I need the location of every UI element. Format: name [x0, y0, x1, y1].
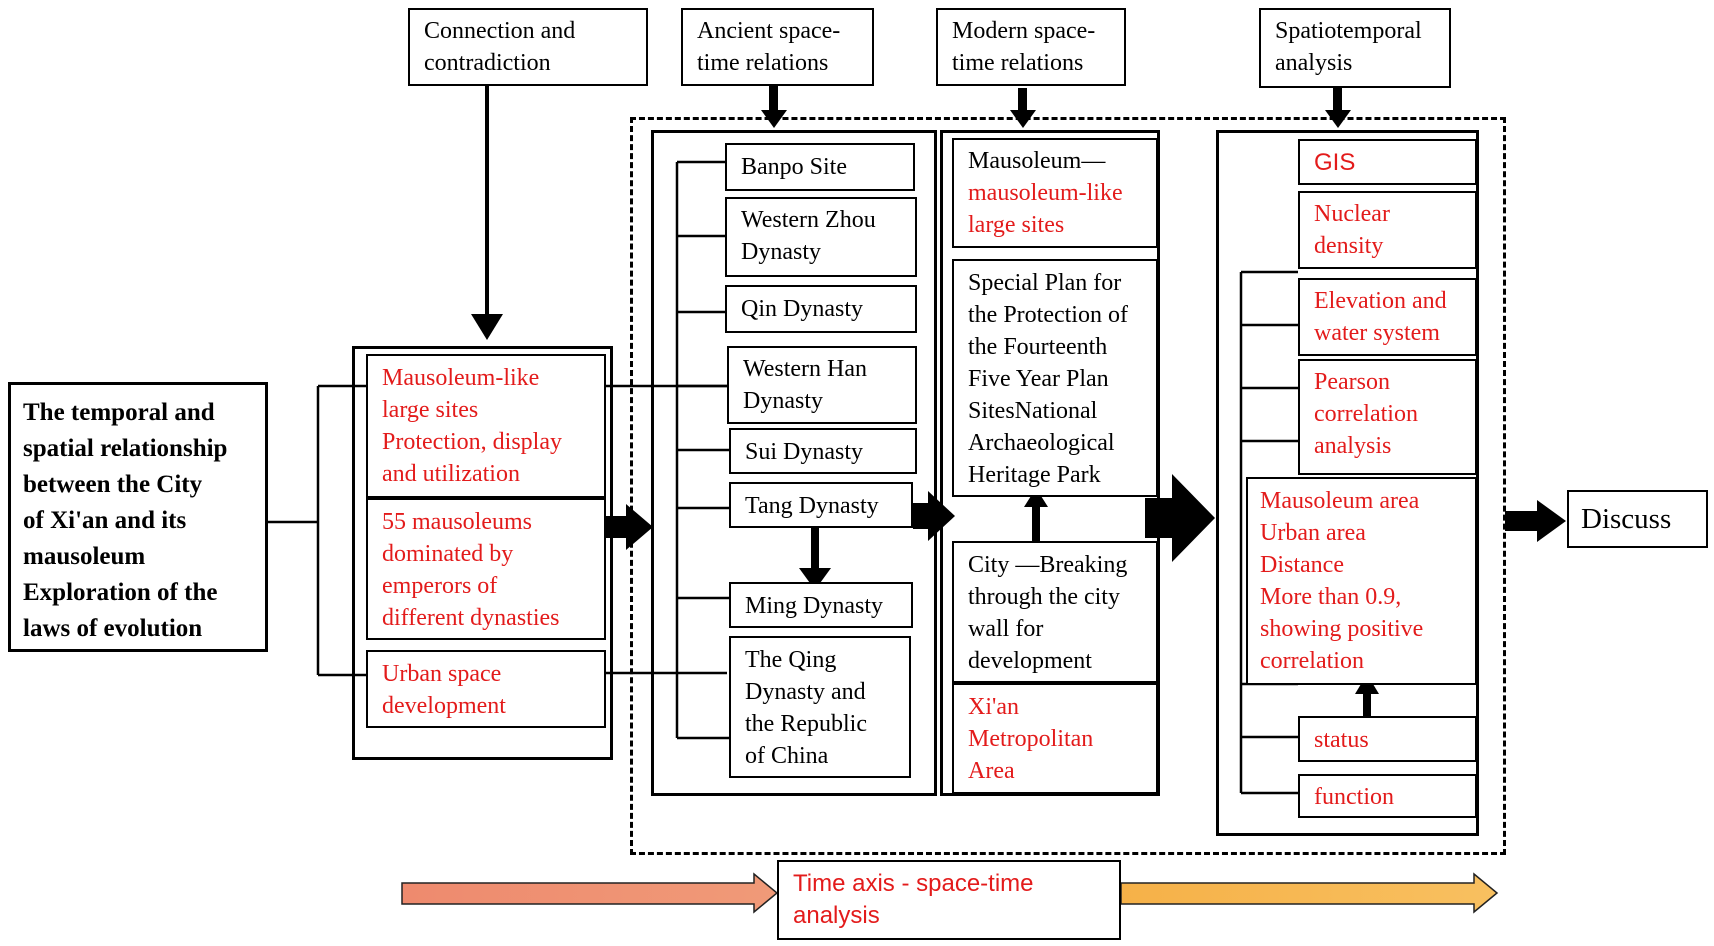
ancient-container [651, 130, 937, 796]
spatiotemporal-label-box: Spatiotemporal analysis [1259, 8, 1451, 88]
analysis-item-status: status [1298, 716, 1477, 762]
main-title: The temporal and spatial relationship be… [23, 399, 228, 642]
analysis-item-correlation: Mausoleum area Urban area Distance More … [1246, 477, 1477, 685]
analysis-item-elevation: Elevation and water system [1298, 278, 1477, 356]
analysis-item-function: function [1298, 774, 1477, 818]
ancient-item-ming: Ming Dynasty [729, 582, 913, 628]
left-to-ancient-arrow [592, 504, 653, 550]
time-axis-label: Time axis - space-time analysis [793, 870, 1034, 929]
discuss-box: Discuss [1567, 490, 1708, 548]
dashed-analysis-frame [630, 117, 1506, 855]
left-item-protection: Mausoleum-like large sites Protection, d… [366, 354, 606, 498]
ancient-item-sui: Sui Dynasty [729, 428, 917, 474]
ancient-item-western-han: Western Han Dynasty [727, 346, 917, 424]
analysis-item-gis: GIS [1298, 139, 1477, 185]
modern-label: Modern space- time relations [952, 18, 1096, 76]
time-axis-left-arrow [401, 872, 779, 914]
discuss-label: Discuss [1581, 503, 1672, 535]
time-axis-right-arrow [1120, 872, 1499, 914]
ancient-item-qin: Qin Dynasty [725, 285, 917, 333]
ancient-item-tang: Tang Dynasty [729, 482, 913, 528]
connection-arrow-head [471, 314, 503, 340]
left-item-urban-space: Urban space development [366, 650, 606, 728]
spatiotemporal-label: Spatiotemporal analysis [1275, 18, 1422, 76]
connection-label-box: Connection and contradiction [408, 8, 648, 86]
connection-label: Connection and contradiction [424, 18, 576, 76]
modern-container [940, 130, 1160, 796]
analysis-to-discuss-arrow [1505, 500, 1566, 542]
analysis-container [1216, 130, 1479, 836]
left-group-container [352, 346, 613, 760]
analysis-item-nuclear: Nuclear density [1298, 191, 1477, 269]
analysis-item-pearson: Pearson correlation analysis [1298, 359, 1477, 475]
ancient-item-qing: The Qing Dynasty and the Republic of Chi… [729, 636, 911, 778]
tang-ming-arrow [799, 568, 831, 590]
modern-item-special-plan: Special Plan for the Protection of the F… [952, 259, 1158, 497]
modern-item-city: City —Breaking through the city wall for… [952, 541, 1158, 683]
main-title-box: The temporal and spatial relationship be… [8, 382, 268, 652]
modern-label-box: Modern space- time relations [936, 8, 1126, 86]
ancient-label: Ancient space- time relations [697, 18, 841, 76]
modern-item-metro: Xi'an Metropolitan Area [952, 683, 1158, 794]
time-axis-box: Time axis - space-time analysis [777, 860, 1121, 940]
ancient-label-box: Ancient space- time relations [681, 8, 874, 86]
modern-item-mausoleum: Mausoleum— mausoleum-like large sites [952, 138, 1158, 248]
ancient-item-western-zhou: Western Zhou Dynasty [725, 197, 917, 277]
left-item-mausoleums: 55 mausoleums dominated by emperors of d… [366, 498, 606, 640]
modern-to-analysis-arrow [1145, 474, 1215, 562]
ancient-item-banpo: Banpo Site [725, 143, 915, 191]
